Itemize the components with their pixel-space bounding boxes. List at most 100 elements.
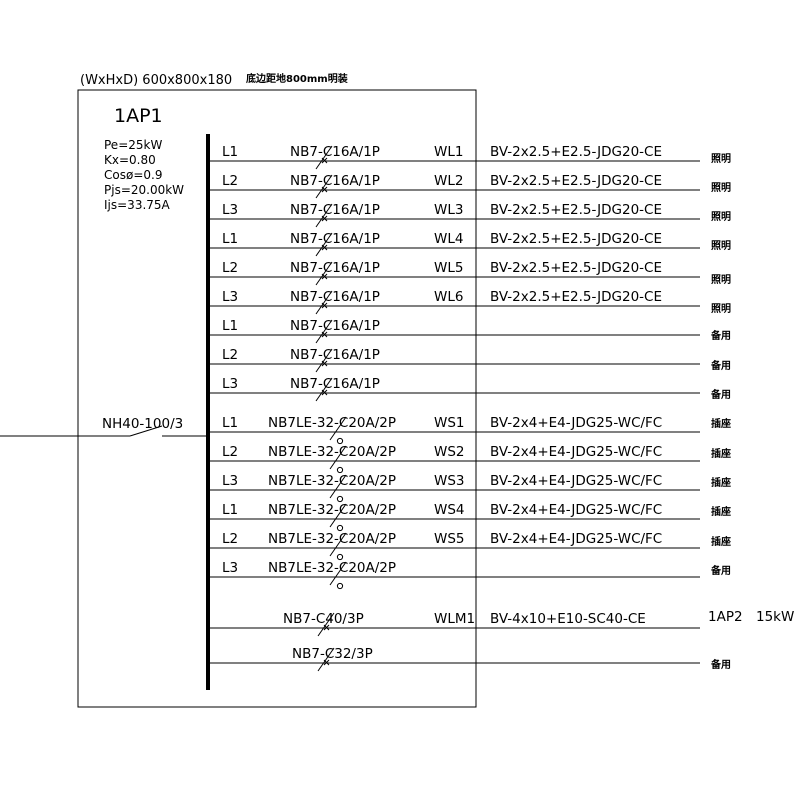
circuit-id: WL2 <box>434 173 463 189</box>
circuit-id: WS3 <box>434 473 465 489</box>
breaker-contact <box>315 174 333 199</box>
phase-label: L2 <box>222 173 238 189</box>
breaker-label: NB7-C16A/1P <box>290 231 380 247</box>
circuit-usage: 备用 <box>710 658 731 671</box>
breaker-label: NB7-C16A/1P <box>290 144 380 160</box>
breaker-cross-b <box>321 331 328 338</box>
param-ijs: Ijs=33.75A <box>104 198 171 212</box>
breaker-contact <box>315 377 333 402</box>
cabinet-dimensions: (WxHxD) 600x800x180 <box>80 73 232 88</box>
cable-spec: BV-2x2.5+E2.5-JDG20-CE <box>490 144 662 160</box>
phase-label: L3 <box>222 289 238 305</box>
circuit-usage: 插座 <box>711 535 731 548</box>
breaker-contact <box>315 145 333 170</box>
breaker-cross-b <box>321 302 328 309</box>
phase-label: L3 <box>222 473 238 489</box>
breaker-cross-b <box>321 186 328 193</box>
breaker-contact <box>317 612 335 637</box>
breaker-label: NB7LE-32-C20A/2P <box>268 531 396 547</box>
breaker-label: NB7-C16A/1P <box>290 202 380 218</box>
breaker-label: NB7LE-32-C20A/2P <box>268 415 396 431</box>
rcd-marker <box>336 466 344 474</box>
circuit-usage: 插座 <box>711 505 731 518</box>
breaker-cross-b <box>321 215 328 222</box>
breaker-contact <box>329 474 347 499</box>
circuit-id: WL1 <box>434 144 463 160</box>
circuit-id: WL4 <box>434 231 463 247</box>
cable-spec: BV-2x2.5+E2.5-JDG20-CE <box>490 173 662 189</box>
circuit-id: WL6 <box>434 289 463 305</box>
circuit-usage: 照明 <box>711 274 731 286</box>
rcd-marker <box>336 437 344 445</box>
circuit-usage: 备用 <box>710 388 731 401</box>
breaker-cross-b <box>321 389 328 396</box>
breaker-cross-b <box>321 157 328 164</box>
phase-label: L1 <box>222 144 238 160</box>
phase-label: L3 <box>222 560 238 576</box>
main-breaker-contact <box>129 425 163 437</box>
phase-label: L3 <box>222 202 238 218</box>
breaker-contact <box>315 348 333 373</box>
breaker-cross-b <box>323 624 330 631</box>
phase-label: L2 <box>222 347 238 363</box>
breaker-label: NB7LE-32-C20A/2P <box>268 444 396 460</box>
breaker-cross-b <box>321 360 328 367</box>
circuit-id: WS4 <box>434 502 465 518</box>
rcd-marker <box>336 495 344 503</box>
breaker-label: NB7-C16A/1P <box>290 347 380 363</box>
circuit-id: WL5 <box>434 260 463 276</box>
breaker-contact <box>329 561 347 586</box>
rcd-marker <box>336 553 344 561</box>
phase-label: L1 <box>222 231 238 247</box>
param-cos: Cosø=0.9 <box>104 168 162 182</box>
panel-name: 1AP1 <box>114 105 163 127</box>
circuit-usage: 照明 <box>711 303 731 315</box>
breaker-label: NB7LE-32-C20A/2P <box>268 473 396 489</box>
circuit-id: WL3 <box>434 202 463 218</box>
circuit-id: WS2 <box>434 444 465 460</box>
param-pe: Pe=25kW <box>104 138 162 152</box>
cable-spec: BV-2x2.5+E2.5-JDG20-CE <box>490 202 662 218</box>
circuit-id: WS5 <box>434 531 465 547</box>
rcd-marker <box>336 524 344 532</box>
phase-label: L2 <box>222 260 238 276</box>
breaker-contact <box>315 203 333 228</box>
phase-label: L3 <box>222 376 238 392</box>
cable-spec: BV-2x4+E4-JDG25-WC/FC <box>490 502 662 518</box>
breaker-contact <box>329 532 347 557</box>
circuit-usage: 备用 <box>710 329 731 342</box>
breaker-label: NB7LE-32-C20A/2P <box>268 502 396 518</box>
breaker-contact <box>315 232 333 257</box>
cable-spec: BV-4x10+E10-SC40-CE <box>490 611 646 627</box>
circuit-usage: 插座 <box>711 476 731 489</box>
breaker-label: NB7-C16A/1P <box>290 260 380 276</box>
load-power: 15kW <box>756 609 794 625</box>
breaker-cross-b <box>323 659 330 666</box>
param-kx: Kx=0.80 <box>104 153 156 167</box>
breaker-contact <box>315 319 333 344</box>
breaker-contact <box>317 647 335 672</box>
breaker-contact <box>329 416 347 441</box>
cable-spec: BV-2x4+E4-JDG25-WC/FC <box>490 531 662 547</box>
breaker-contact <box>329 503 347 528</box>
circuit-id: WS1 <box>434 415 465 431</box>
circuit-usage: 插座 <box>711 447 731 460</box>
param-pjs: Pjs=20.00kW <box>104 183 184 197</box>
phase-label: L2 <box>222 531 238 547</box>
breaker-label: NB7-C16A/1P <box>290 289 380 305</box>
main-breaker-label: NH40-100/3 <box>102 416 183 432</box>
phase-label: L1 <box>222 415 238 431</box>
breaker-label: NB7-C16A/1P <box>290 173 380 189</box>
breaker-label: NB7-C16A/1P <box>290 376 380 392</box>
breaker-cross-b <box>321 244 328 251</box>
cable-spec: BV-2x2.5+E2.5-JDG20-CE <box>490 260 662 276</box>
panel-enclosure <box>77 89 477 708</box>
breaker-cross-b <box>321 273 328 280</box>
phase-label: L1 <box>222 318 238 334</box>
breaker-label: NB7-C16A/1P <box>290 318 380 334</box>
breaker-contact <box>315 261 333 286</box>
circuit-usage: 备用 <box>710 564 731 577</box>
